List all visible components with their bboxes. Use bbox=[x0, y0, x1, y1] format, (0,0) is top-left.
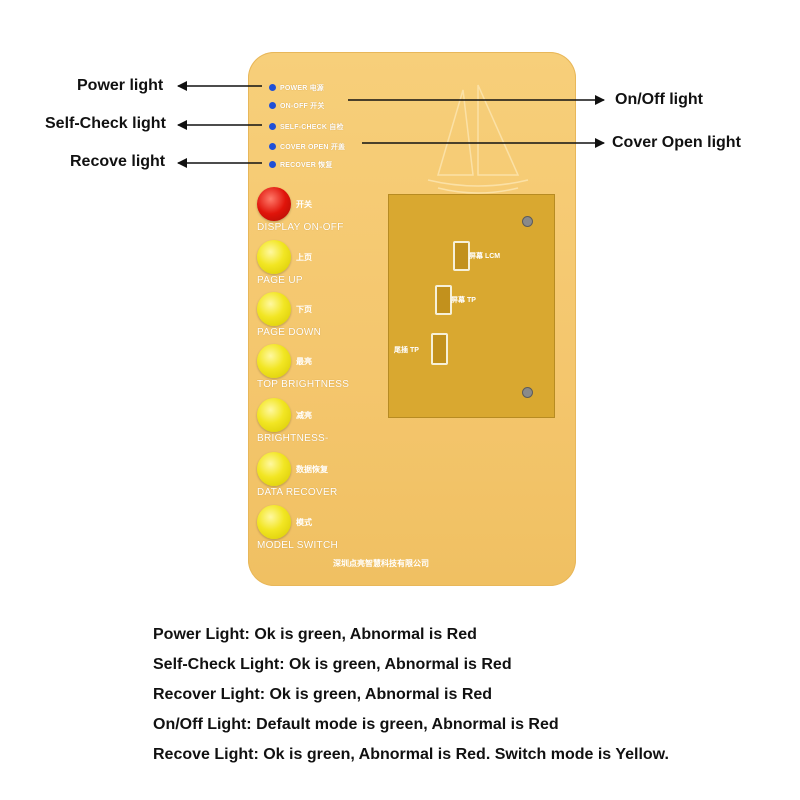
power-led-icon bbox=[269, 84, 276, 91]
callout-onoff: On/Off light bbox=[615, 91, 703, 108]
led-power-label: POWER 电源 bbox=[280, 85, 324, 92]
top-brightness-button[interactable] bbox=[257, 344, 291, 378]
top-brightness-label: TOP BRIGHTNESS bbox=[257, 379, 350, 390]
led-selfcheck-label: SELF-CHECK 自检 bbox=[280, 124, 344, 131]
brightness-minus-label: BRIGHTNESS- bbox=[257, 433, 329, 444]
sail-logo-icon bbox=[427, 84, 529, 194]
lcm-connector bbox=[453, 241, 470, 271]
display-onoff-cn-label: 开关 bbox=[296, 200, 312, 209]
model-switch-button[interactable] bbox=[257, 505, 291, 539]
selfcheck-led-icon bbox=[269, 123, 276, 130]
data-recover-label: DATA RECOVER bbox=[257, 487, 338, 498]
screw-icon bbox=[522, 387, 533, 398]
tp-connector bbox=[435, 285, 452, 315]
led-cover-label: COVER OPEN 开盖 bbox=[280, 144, 346, 151]
page-up-cn-label: 上页 bbox=[296, 253, 312, 262]
pcb-board: 屏幕 LCM 屏幕 TP 尾插 TP bbox=[388, 194, 555, 418]
page-down-button[interactable] bbox=[257, 292, 291, 326]
callout-recove: Recove light bbox=[70, 153, 166, 170]
data-recover-cn-label: 数据恢复 bbox=[296, 465, 328, 474]
note-power: Power Light: Ok is green, Abnormal is Re… bbox=[153, 626, 477, 643]
display-onoff-button[interactable] bbox=[257, 187, 291, 221]
data-recover-button[interactable] bbox=[257, 452, 291, 486]
legend-notes: Power Light: Ok is green, Abnormal is Re… bbox=[153, 620, 669, 770]
tp2-connector bbox=[431, 333, 448, 365]
page-down-label: PAGE DOWN bbox=[257, 327, 322, 338]
brightness-minus-button[interactable] bbox=[257, 398, 291, 432]
lcm-connector-label: 屏幕 LCM bbox=[469, 253, 501, 260]
tp2-connector-label: 尾插 TP bbox=[394, 347, 419, 354]
company-name: 深圳点亮智慧科技有限公司 bbox=[333, 559, 429, 568]
model-switch-label: MODEL SWITCH bbox=[257, 540, 339, 551]
page-down-cn-label: 下页 bbox=[296, 305, 312, 314]
note-selfcheck: Self-Check Light: Ok is green, Abnormal … bbox=[153, 656, 512, 673]
page-up-button[interactable] bbox=[257, 240, 291, 274]
note-recove: Recove Light: Ok is green, Abnormal is R… bbox=[153, 746, 669, 763]
onoff-led-icon bbox=[269, 102, 276, 109]
brightness-minus-cn-label: 减亮 bbox=[296, 411, 312, 420]
callout-selfcheck: Self-Check light bbox=[45, 115, 166, 132]
led-onoff-label: ON-OFF 开关 bbox=[280, 103, 325, 110]
callout-power: Power light bbox=[77, 77, 164, 94]
note-onoff: On/Off Light: Default mode is green, Abn… bbox=[153, 716, 559, 733]
screw-icon bbox=[522, 216, 533, 227]
cover-led-icon bbox=[269, 143, 276, 150]
display-onoff-label: DISPLAY ON-OFF bbox=[257, 222, 344, 233]
led-recover-label: RECOVER 恢复 bbox=[280, 162, 333, 169]
top-brightness-cn-label: 最亮 bbox=[296, 357, 312, 366]
note-recover: Recover Light: Ok is green, Abnormal is … bbox=[153, 686, 493, 703]
model-switch-cn-label: 模式 bbox=[296, 518, 312, 527]
tp-connector-label: 屏幕 TP bbox=[451, 297, 476, 304]
recover-led-icon bbox=[269, 161, 276, 168]
callout-cover: Cover Open light bbox=[612, 134, 741, 151]
page-up-label: PAGE UP bbox=[257, 275, 303, 286]
